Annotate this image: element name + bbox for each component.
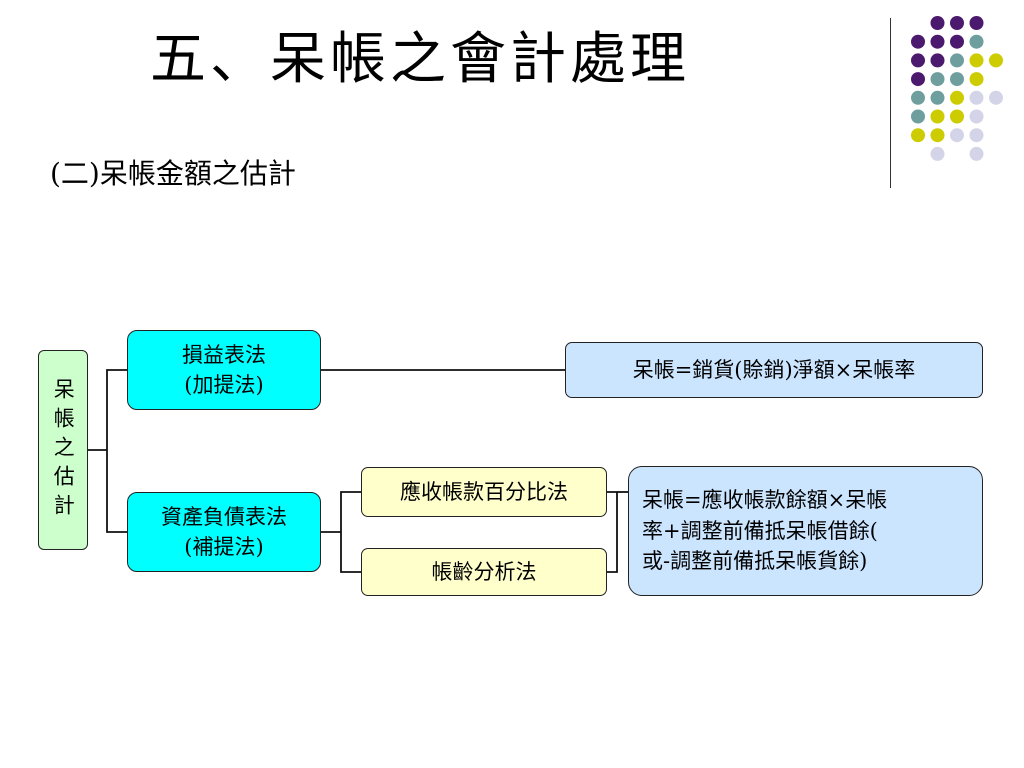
- method-node-balance-sheet: 資產負債表法 (補提法): [127, 492, 321, 572]
- decorative-dot: [969, 109, 984, 124]
- decorative-dot: [969, 34, 984, 49]
- decorative-dot: [969, 128, 984, 143]
- formula2-line-1: 呆帳=應收帳款餘額×呆帳: [642, 488, 888, 513]
- decorative-dot: [930, 109, 945, 124]
- decorative-dot: [911, 72, 925, 87]
- decorative-dot: [989, 53, 1003, 68]
- decorative-dot: [930, 128, 945, 143]
- decorative-dot: [950, 53, 964, 68]
- decorative-dot: [911, 53, 925, 68]
- method1-label: 損益表法: [182, 342, 266, 367]
- decorative-dot: [930, 16, 945, 30]
- decorative-dot: [930, 90, 945, 105]
- connector-method2-branches: [340, 491, 361, 573]
- decorative-dot: [930, 34, 945, 49]
- decorative-dot: [911, 34, 925, 49]
- formula1-text: 呆帳=銷貨(賒銷)淨額×呆帳率: [632, 357, 916, 382]
- decorative-dot: [969, 90, 984, 105]
- formula2-line-3: 或-調整前備抵呆帳貨餘): [642, 549, 868, 574]
- submethod2-label: 帳齡分析法: [431, 559, 537, 584]
- formula-node-balance-sheet: 呆帳=應收帳款餘額×呆帳 率+調整前備抵呆帳借餘( 或-調整前備抵呆帳貨餘): [628, 466, 983, 596]
- decorative-dot: [950, 34, 964, 49]
- decorative-dot: [950, 90, 964, 105]
- slide-subtitle: (二)呆帳金額之估計: [50, 157, 296, 190]
- root-label: 呆帳之估計: [51, 377, 76, 523]
- decorative-dot: [969, 146, 984, 161]
- decorative-dot: [930, 53, 945, 68]
- decorative-dot: [969, 16, 984, 30]
- submethod-node-aging-analysis: 帳齡分析法: [361, 548, 607, 596]
- method2-sublabel: (補提法): [184, 535, 264, 559]
- formula-node-income-statement: 呆帳=銷貨(賒銷)淨額×呆帳率: [565, 342, 983, 398]
- decorative-dot: [911, 90, 925, 105]
- connector-root-branches: [106, 369, 127, 533]
- connector-submethods-stem: [607, 491, 618, 573]
- decorative-dot: [989, 90, 1003, 105]
- decorative-dot: [950, 128, 964, 143]
- decorative-dot: [911, 109, 925, 124]
- decorative-dot: [950, 72, 964, 87]
- method1-sublabel: (加提法): [184, 373, 264, 397]
- decorative-dot: [969, 53, 984, 68]
- method-node-income-statement: 損益表法 (加提法): [127, 330, 321, 410]
- decorative-dot: [930, 146, 945, 161]
- root-node: 呆帳之估計: [38, 350, 88, 550]
- submethod1-label: 應收帳款百分比法: [400, 479, 568, 504]
- method2-label: 資產負債表法: [161, 504, 287, 529]
- decorative-dot: [950, 16, 964, 30]
- decorative-dot: [930, 72, 945, 87]
- decorative-dot: [911, 128, 925, 143]
- decorative-dot: [950, 109, 964, 124]
- formula2-line-2: 率+調整前備抵呆帳借餘(: [642, 518, 878, 543]
- decorative-dot: [969, 72, 984, 87]
- submethod-node-receivable-percentage: 應收帳款百分比法: [361, 467, 607, 517]
- decorative-divider: [890, 18, 891, 188]
- slide-title: 五、呆帳之會計處理: [150, 27, 690, 92]
